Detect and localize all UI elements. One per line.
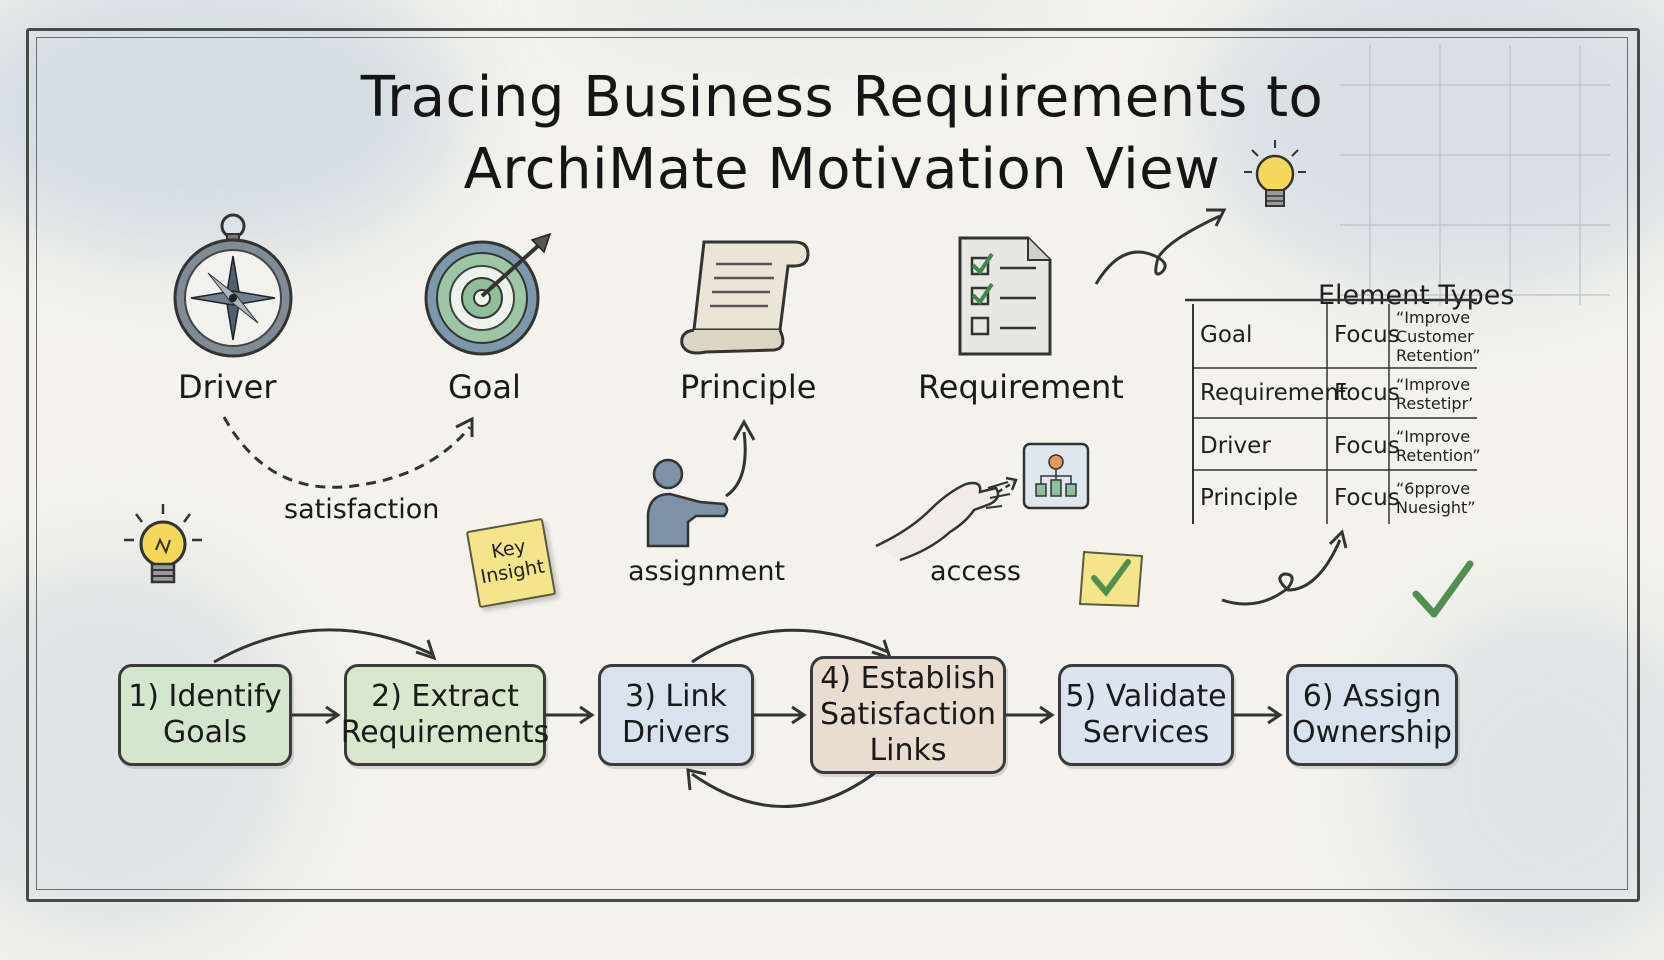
compass-icon: [173, 213, 293, 358]
step-link-drivers[interactable]: 3) Link Drivers: [598, 664, 754, 766]
target-icon: [424, 232, 552, 356]
table-cell-focus: Focus: [1334, 433, 1400, 459]
table-cell-type: Driver: [1200, 433, 1271, 459]
element-label-driver: Driver: [178, 368, 277, 406]
key-insight-sticky: Key Insight: [465, 517, 557, 609]
element-label-principle: Principle: [680, 368, 817, 406]
squiggle-arrow: [1094, 208, 1227, 285]
step-validate-services[interactable]: 5) Validate Services: [1058, 664, 1234, 766]
loop-arrow: [213, 628, 437, 664]
title-line-2: ArchiMate Motivation View: [463, 137, 1221, 202]
page-title: Tracing Business Requirements to ArchiMa…: [332, 62, 1352, 206]
lightbulb-icon: [1244, 140, 1306, 207]
table-cell-example: “Improve Retention”: [1396, 427, 1481, 465]
table-cell-type: Goal: [1200, 322, 1253, 348]
checklist-icon: [958, 236, 1052, 356]
table-cell-focus: Focus: [1334, 485, 1400, 511]
step-connectors: [292, 705, 1283, 725]
checkmark-sticky-icon: [1078, 550, 1144, 608]
feedback-arrow: [686, 768, 877, 808]
grid-sketch: [1340, 45, 1610, 305]
element-label-goal: Goal: [448, 368, 521, 406]
table-cell-example: “Improve Customer Retention”: [1396, 308, 1481, 365]
element-types-table: [1185, 298, 1477, 524]
step-assign-ownership[interactable]: 6) Assign Ownership: [1286, 664, 1458, 766]
table-cell-type: Requirement: [1200, 380, 1348, 406]
relation-assignment: assignment: [628, 556, 786, 587]
table-cell-focus: Focus: [1334, 380, 1400, 406]
hand-icon: [875, 442, 1090, 562]
satisfaction-arrow: [222, 416, 474, 489]
squiggle-arrow: [1221, 529, 1348, 606]
table-cell-focus: Focus: [1334, 322, 1400, 348]
inner-frame: [36, 37, 1628, 890]
step-establish-satisfaction-links[interactable]: 4) Establish Satisfaction Links: [810, 656, 1006, 774]
title-line-1: Tracing Business Requirements to: [360, 65, 1324, 130]
relation-access: access: [930, 556, 1021, 587]
outer-frame: [26, 28, 1640, 902]
person-icon: [646, 418, 756, 548]
element-types-title: Element Types: [1318, 280, 1515, 311]
table-cell-example: “6pprove Nuesight”: [1396, 479, 1476, 517]
relation-satisfaction: satisfaction: [284, 494, 440, 525]
table-cell-example: “Improve Restetipr’: [1396, 375, 1474, 413]
scroll-icon: [680, 240, 810, 355]
step-extract-requirements[interactable]: 2) Extract Requirements: [341, 664, 549, 766]
lightbulb-icon: [124, 504, 202, 584]
element-label-requirement: Requirement: [918, 368, 1124, 406]
sticky-note-text: Key Insight: [478, 535, 547, 589]
table-cell-type: Principle: [1200, 485, 1299, 511]
step-identify-goals[interactable]: 1) Identify Goals: [118, 664, 292, 766]
checkmark-icon: [1412, 560, 1474, 618]
